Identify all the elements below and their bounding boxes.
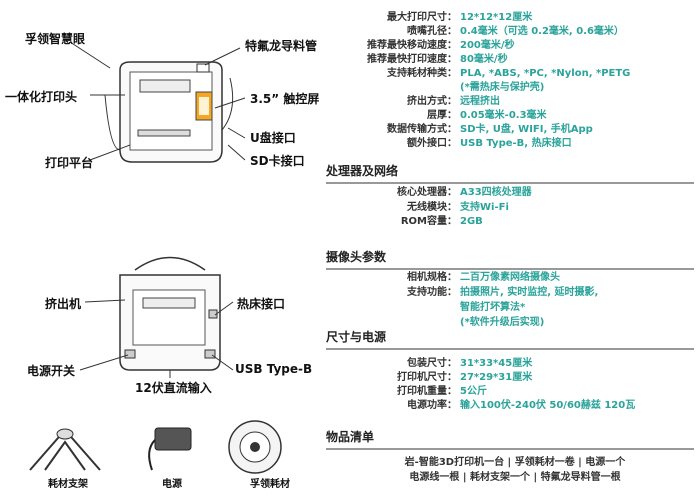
spec-key: 推荐最快移动速度： xyxy=(367,40,457,51)
spec-key: 电源功率： xyxy=(407,400,457,411)
spec-key: 支持耗材种类： xyxy=(387,68,457,79)
spec-value: 27*29*31厘米 xyxy=(460,372,533,383)
spec-value: 80毫米/秒 xyxy=(460,54,508,65)
spec-row: 无线模块：支持Wi-Fi xyxy=(330,201,700,215)
spec-key: ROM容量： xyxy=(400,216,457,227)
section-title-processor: 处理器及网络 xyxy=(326,162,694,184)
spec-row: 推荐最快打印速度：80毫米/秒 xyxy=(330,53,700,67)
spec-row: (*需热床与保护壳) xyxy=(330,81,700,95)
spec-key: 打印机重量： xyxy=(397,386,457,397)
spec-key: 喷嘴孔径： xyxy=(407,26,457,37)
spec-value: 智能打坏算法* xyxy=(460,302,526,313)
spec-value: 0.05毫米-0.3毫米 xyxy=(460,110,547,121)
spec-key: 支持功能： xyxy=(407,287,457,298)
spec-key: 层厚： xyxy=(427,110,457,121)
power-adapter-icon xyxy=(148,427,192,471)
spec-value: PLA, *ABS, *PC, *Nylon, *PETG xyxy=(460,68,631,79)
spec-row: 包装尺寸：31*33*45厘米 xyxy=(330,357,700,371)
spec-row: 智能打坏算法* xyxy=(330,301,700,315)
spec-key: 最大打印尺寸： xyxy=(387,12,457,23)
spec-row: ROM容量：2GB xyxy=(330,215,700,229)
spec-key: 包装尺寸： xyxy=(407,358,457,369)
callout-sd: SD卡接口 xyxy=(250,154,305,168)
spec-row: 最大打印尺寸：12*12*12厘米 xyxy=(330,11,700,25)
spec-row: 数据传输方式：SD卡, U盘, WIFI, 手机App xyxy=(330,123,700,137)
inventory-line: 电源线一根 | 耗材支架一个 | 特氟龙导料管一根 xyxy=(409,472,621,483)
spec-row: 喷嘴孔径：0.4毫米（可选 0.2毫米, 0.6毫米） xyxy=(330,25,700,39)
spool-holder-icon xyxy=(29,428,101,471)
spec-value: 0.4毫米（可选 0.2毫米, 0.6毫米） xyxy=(460,26,624,37)
callout-platform: 打印平台 xyxy=(45,156,94,170)
spec-row: 支持功能：拍摄照片, 实时监控, 延时摄影, xyxy=(330,286,700,300)
spec-key: 数据传输方式： xyxy=(387,124,457,135)
spec-row: 层厚：0.05毫米-0.3毫米 xyxy=(330,109,700,123)
callout-power-switch: 电源开关 xyxy=(27,364,76,378)
spec-key: 相机规格： xyxy=(407,272,457,283)
spec-row: 电源功率：输入100伏-240伏 50/60赫兹 120瓦 xyxy=(330,399,700,413)
spec-key: 额外接口： xyxy=(407,138,457,149)
spec-value: 31*33*45厘米 xyxy=(460,358,533,369)
spec-row: 打印机重量：5公斤 xyxy=(330,385,700,399)
spec-value: 拍摄照片, 实时监控, 延时摄影, xyxy=(460,287,599,298)
spec-key: 打印机尺寸： xyxy=(397,372,457,383)
spec-value: 二百万像素网络摄像头 xyxy=(460,272,560,283)
callout-tube: 特氟龙导料管 xyxy=(245,39,318,53)
section-title-inventory: 物品清单 xyxy=(326,428,694,450)
spec-key: 核心处理器： xyxy=(397,187,457,198)
callout-lines xyxy=(69,41,246,378)
spec-value: A33四核处理器 xyxy=(460,187,532,198)
spec-key: 推荐最快打印速度： xyxy=(367,54,457,65)
spec-value: 支持Wi-Fi xyxy=(460,201,509,213)
spec-row: 支持耗材种类：PLA, *ABS, *PC, *Nylon, *PETG xyxy=(330,67,700,81)
spec-row: 打印机尺寸：27*29*31厘米 xyxy=(330,371,700,385)
spec-value: 200毫米/秒 xyxy=(460,40,515,51)
spec-row: (*软件升级后实现) xyxy=(330,316,700,330)
printer-back-illustration xyxy=(119,256,221,371)
spec-value: (*软件升级后实现) xyxy=(460,317,545,328)
callout-eye: 孚领智慧眼 xyxy=(25,32,86,46)
accessory-label: 电源 xyxy=(162,479,182,490)
printer-front-illustration xyxy=(104,61,234,163)
spec-row: 核心处理器：A33四核处理器 xyxy=(330,186,700,200)
spec-value: 输入100伏-240伏 50/60赫兹 120瓦 xyxy=(460,400,636,411)
spec-value: 5公斤 xyxy=(460,386,487,397)
spec-row: 相机规格：二百万像素网络摄像头 xyxy=(330,271,700,285)
accessory-label: 孚领耗材 xyxy=(250,479,290,490)
section-title-size-power: 尺寸与电源 xyxy=(326,328,694,350)
spec-key: 无线模块： xyxy=(407,201,457,213)
callout-bed-port: 热床接口 xyxy=(237,297,286,311)
callout-head: 一体化打印头 xyxy=(5,90,78,104)
section-title-camera: 摄像头参数 xyxy=(326,248,694,270)
spec-value: SD卡, U盘, WIFI, 手机App xyxy=(460,124,593,135)
callout-dc-in: 12伏直流输入 xyxy=(135,381,212,395)
filament-spool-icon xyxy=(228,420,282,474)
spec-value: 远程挤出 xyxy=(460,96,500,107)
spec-value: (*需热床与保护壳) xyxy=(460,82,545,93)
inventory-line: 岩-智能3D打印机一台 | 孚领耗材一卷 | 电源一个 xyxy=(404,457,626,468)
accessory-label: 耗材支架 xyxy=(48,479,88,490)
callout-usb-disk: U盘接口 xyxy=(250,131,296,145)
spec-row: 推荐最快移动速度：200毫米/秒 xyxy=(330,39,700,53)
spec-key: 挤出方式： xyxy=(407,96,457,107)
callout-screen: 3.5” 触控屏 xyxy=(250,92,320,106)
callout-extruder: 挤出机 xyxy=(45,297,82,311)
spec-value: 2GB xyxy=(460,216,483,227)
spec-value: 12*12*12厘米 xyxy=(460,12,533,23)
spec-row: 额外接口：USB Type-B, 热床接口 xyxy=(330,137,700,151)
spec-row: 挤出方式：远程挤出 xyxy=(330,95,700,109)
callout-usb-b: USB Type-B xyxy=(235,362,313,376)
spec-value: USB Type-B, 热床接口 xyxy=(460,138,572,149)
